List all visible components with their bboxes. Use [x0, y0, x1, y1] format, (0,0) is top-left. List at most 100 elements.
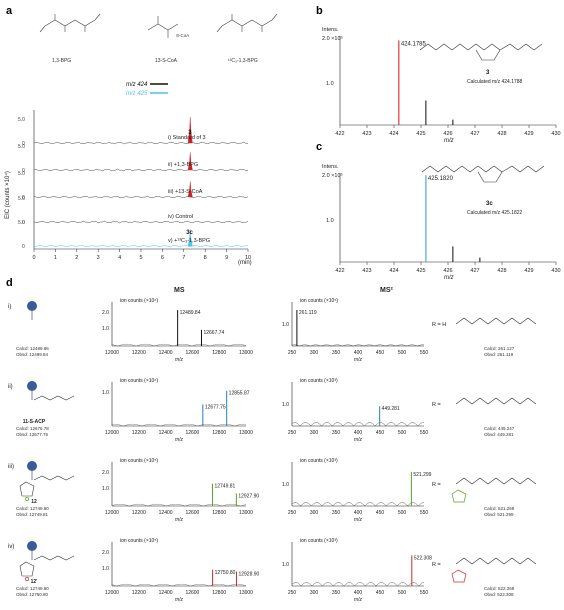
spectrum-x-tick-label: 429 [524, 131, 533, 137]
ms2-x-tick-label: 400 [354, 430, 363, 436]
ms-x-tick-label: 12000 [105, 430, 119, 436]
ms-baseline-noise [111, 424, 247, 427]
panel-c-scale-label: 2.0 ×10⁵ [322, 172, 343, 179]
eic-trace-baseline [34, 244, 249, 248]
ms-scale-label: ion counts (×10⁵) [120, 538, 158, 544]
ms2-scale-label: ion counts (×10³) [300, 538, 338, 544]
spectrum-x-tick-label: 427 [470, 131, 479, 137]
ms2-x-tick-label: 400 [354, 590, 363, 596]
ms-scale-label: ion counts (×10⁶) [120, 378, 158, 384]
ms-x-axis-label: m/z [175, 437, 184, 443]
spectrum-x-tick-label: 426 [443, 131, 452, 137]
panel-c-peak-label: 425.1820 [428, 176, 454, 182]
row-compound-name: 12 [31, 499, 37, 505]
panel-c-bars [425, 175, 481, 262]
row-obsd: Obsd: 12749.81 [16, 512, 49, 517]
ms2-x-axis-label: m/z [354, 437, 363, 443]
ms2-peak-label: 449.281 [382, 406, 400, 412]
spectrum-x-tick-label: 425 [416, 268, 425, 274]
row-label: ii) [8, 384, 13, 390]
ms-x-axis-label: m/z [175, 357, 184, 363]
ms-x-tick-label: 13000 [239, 350, 253, 356]
ms2-peak-label: 522.308 [414, 555, 432, 561]
ms-scale-label: ion counts (×10⁵) [120, 458, 158, 464]
ms-x-tick-label: 12800 [212, 510, 226, 516]
fragment-ring-icon [451, 489, 467, 503]
ms2-scale-label: ion counts (×10³) [300, 458, 338, 464]
eic-trace-label: ii) +1,3-BPG [168, 162, 198, 168]
spectrum-x-tick-label: 429 [524, 268, 533, 274]
ms-x-tick-label: 12600 [185, 430, 199, 436]
structure-label-1: 1,3-BPG [52, 58, 71, 64]
row-calcd: Calcd: 12489.86 [16, 346, 49, 351]
structure-group-scoa: S-CoA [176, 33, 189, 38]
ms-x-axis-label: m/z [175, 517, 184, 523]
eic-y-tick-label: 0 [22, 244, 25, 250]
ms2-x-tick-label: 550 [420, 430, 429, 436]
legend-item-mz424: m/z 424 [126, 82, 148, 88]
panel-a-legend: m/z 424 m/z 425 [126, 82, 168, 97]
ms2-x-tick-label: 300 [310, 590, 319, 596]
fragment-obsd: Obsd: 522.308 [484, 592, 514, 597]
tetronate-ring-icon [19, 561, 35, 577]
panel-b-bars [398, 40, 454, 125]
ms-peak-label: 12749.81 [214, 484, 235, 490]
eic-y-tick-label: 0 [22, 195, 25, 201]
row-obsd: Obsd: 12750.80 [16, 592, 49, 597]
ms-peak-label: 12667.74 [203, 330, 224, 336]
eic-x-axis-unit: (min) [238, 260, 252, 266]
carrier-protein-icon [27, 381, 37, 391]
eic-x-tick-label: 7 [182, 255, 185, 261]
ms2-scale-label: ion counts (×10³) [300, 378, 338, 384]
ms2-x-tick-label: 450 [376, 430, 385, 436]
ms2-x-tick-label: 300 [310, 350, 319, 356]
ms-y-tick-label: 1.0 [102, 486, 109, 492]
ms-x-axis-label: m/z [175, 597, 184, 603]
row-calcd: Calcd: 12749.80 [16, 506, 49, 511]
structure-13c3-1-3-bpg [216, 13, 278, 33]
panel-c-x-axis-label: m/z [444, 275, 454, 281]
panel-d-ms2-title: MS² [380, 287, 394, 294]
ms2-x-tick-label: 250 [288, 510, 297, 516]
r-group-label: R = H [432, 322, 446, 328]
eic-trace-label: iv) Control [168, 214, 193, 220]
ms-x-tick-label: 13000 [239, 590, 253, 596]
fragment-obsd: Obsd: 521.299 [484, 512, 514, 517]
ms-y-tick-label: 1.0 [102, 566, 109, 572]
panel-b-scale-half: 1.0 [326, 81, 334, 87]
eic-x-tick-label: 5 [139, 255, 142, 261]
spectrum-x-tick-label: 430 [551, 268, 560, 274]
spectrum-x-tick-label: 424 [389, 131, 398, 137]
ms-x-tick-label: 12400 [159, 430, 173, 436]
eic-trace-baseline [34, 168, 249, 172]
eic-trace-label: v) +¹³C₃-1,3-BPG [168, 238, 210, 244]
ms2-y-tick-label: 1.0 [282, 322, 289, 328]
r-group-label: R = [432, 562, 441, 568]
eic-peak [187, 152, 193, 171]
ms2-scale-label: ion counts (×10⁵) [300, 298, 338, 304]
ms2-y-tick-label: 1.0 [282, 482, 289, 488]
eic-peak-label-3c: 3c [186, 230, 193, 236]
ms-x-tick-label: 12000 [105, 350, 119, 356]
ms2-x-tick-label: 300 [310, 510, 319, 516]
fragment-calcd: Calcd: 522.268 [484, 586, 515, 591]
ms-x-tick-label: 13000 [239, 430, 253, 436]
ms2-x-tick-label: 450 [376, 590, 385, 596]
tetronate-ring-icon [19, 481, 35, 497]
eic-y-tick-label: 0 [22, 168, 25, 174]
spectrum-x-tick-label: 422 [335, 268, 344, 274]
eic-y-tick-label: 5.0 [18, 117, 25, 123]
eic-x-tick-label: 10 [245, 255, 251, 261]
eic-trace-label: i) Standard of 3 [168, 135, 206, 141]
ms2-x-tick-label: 500 [398, 350, 407, 356]
ms-x-tick-label: 12800 [212, 430, 226, 436]
structure-13-s-coa [147, 16, 179, 38]
ms-x-tick-label: 12400 [159, 350, 173, 356]
panel-c-scale-half: 1.0 [326, 218, 334, 224]
eic-x-tick-label: 9 [225, 255, 228, 261]
ms-peak-label: 12928.90 [238, 572, 259, 578]
eic-trace-baseline [33, 220, 249, 224]
